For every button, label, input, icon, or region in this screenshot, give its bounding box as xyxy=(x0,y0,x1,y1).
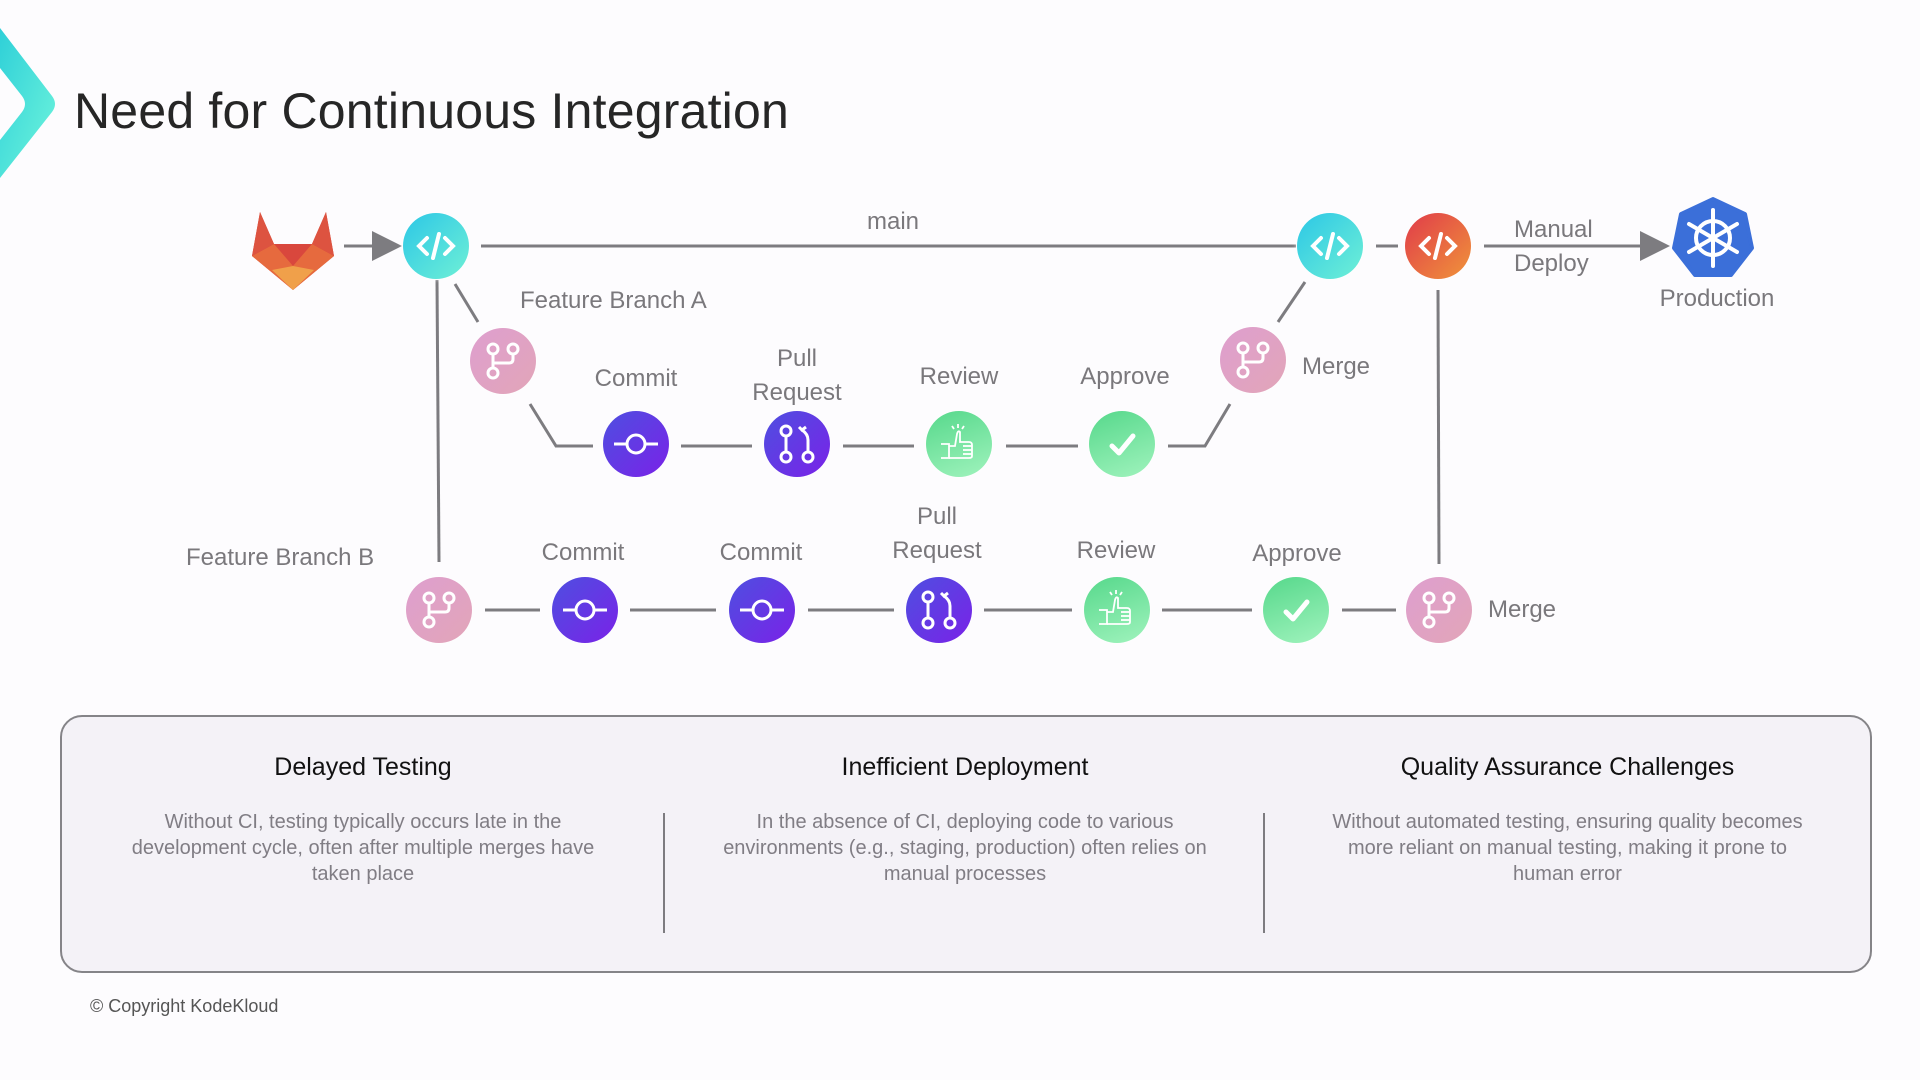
main-start-code-node[interactable] xyxy=(403,213,469,279)
branch-b-merge-node[interactable] xyxy=(1406,577,1472,643)
step-label: Commit xyxy=(719,539,803,566)
challenge-title: Delayed Testing xyxy=(274,753,452,781)
workflow-diagram xyxy=(344,231,1670,612)
kubernetes-icon[interactable] xyxy=(1672,196,1754,278)
branch-b-pull-request-node[interactable] xyxy=(906,577,972,643)
branch-b-merge-to-release-line xyxy=(1436,289,1441,565)
deploy-label-line2: Deploy xyxy=(1514,250,1589,277)
branch-a-to-merge-line xyxy=(1168,403,1232,448)
git-commit-icon xyxy=(614,433,658,455)
code-icon xyxy=(416,232,456,260)
git-commit-icon xyxy=(563,599,607,621)
step-label: Approve xyxy=(1252,540,1342,567)
branch-a-review-node[interactable] xyxy=(926,411,992,477)
git-merge-icon xyxy=(1422,591,1456,629)
copyright-text: © Copyright KodeKloud xyxy=(90,996,279,1016)
gitlab-icon xyxy=(252,212,334,290)
branch-a-merge-to-main-line xyxy=(1276,281,1307,323)
code-icon xyxy=(1310,232,1350,260)
step-label: Request xyxy=(752,379,842,406)
step-label: Commit xyxy=(594,365,678,392)
step-label: Pull xyxy=(776,345,818,372)
step-label: Review xyxy=(1076,537,1156,564)
brand-chevron-icon xyxy=(0,28,55,178)
production-label: Production xyxy=(1659,285,1775,312)
challenge-card: Quality Assurance Challenges Without aut… xyxy=(1265,717,1870,971)
branch-a-to-commit-line xyxy=(528,403,593,448)
divider xyxy=(1263,813,1265,933)
thumbs-up-icon xyxy=(941,424,973,459)
challenge-title: Inefficient Deployment xyxy=(841,753,1089,781)
deploy-label-line1: Manual xyxy=(1514,216,1593,243)
divider xyxy=(663,813,665,933)
branch-a-pull-request-node[interactable] xyxy=(764,411,830,477)
step-label: Request xyxy=(892,537,982,564)
feature-branch-a-label: Feature Branch A xyxy=(520,287,707,314)
step-label: Pull xyxy=(916,503,958,530)
challenges-panel: Delayed Testing Without CI, testing typi… xyxy=(60,715,1872,973)
challenge-card: Delayed Testing Without CI, testing typi… xyxy=(62,717,664,971)
git-merge-icon xyxy=(1236,341,1270,379)
branch-a-fork-node[interactable] xyxy=(470,328,536,394)
checkmark-icon xyxy=(1109,433,1136,456)
checkmark-icon xyxy=(1283,599,1310,622)
step-label: Commit xyxy=(541,539,625,566)
git-branch-icon xyxy=(422,591,456,629)
challenge-title: Quality Assurance Challenges xyxy=(1400,753,1735,781)
branch-a-fork-line xyxy=(453,283,480,323)
challenge-card: Inefficient Deployment In the absence of… xyxy=(665,717,1265,971)
feature-branch-b-label: Feature Branch B xyxy=(186,544,375,571)
branch-b-commit-node[interactable] xyxy=(552,577,618,643)
challenge-body: In the absence of CI, deploying code to … xyxy=(723,811,1207,885)
challenge-body: Without CI, testing typically occurs lat… xyxy=(131,811,595,885)
challenge-body: Without automated testing, ensuring qual… xyxy=(1332,811,1803,885)
branch-b-fork-line xyxy=(435,279,441,563)
branch-a-commit-node[interactable] xyxy=(603,411,669,477)
branch-b-review-node[interactable] xyxy=(1084,577,1150,643)
pull-request-icon xyxy=(921,590,957,630)
code-icon xyxy=(1418,232,1458,260)
step-label: Merge xyxy=(1302,353,1371,380)
branch-b-commit-node[interactable] xyxy=(729,577,795,643)
main-end-code-node[interactable] xyxy=(1297,213,1363,279)
pull-request-icon xyxy=(779,424,815,464)
step-label: Approve xyxy=(1080,363,1170,390)
step-label: Merge xyxy=(1488,596,1557,623)
main-branch-label: main xyxy=(866,208,920,235)
step-label: Review xyxy=(919,363,999,390)
git-commit-icon xyxy=(740,599,784,621)
branch-a-merge-node[interactable] xyxy=(1220,327,1286,393)
thumbs-up-icon xyxy=(1099,590,1131,625)
page-title: Need for Continuous Integration xyxy=(74,83,789,139)
branch-b-approve-node[interactable] xyxy=(1263,577,1329,643)
branch-b-fork-node[interactable] xyxy=(406,577,472,643)
git-branch-icon xyxy=(486,342,520,380)
branch-a-approve-node[interactable] xyxy=(1089,411,1155,477)
release-code-node[interactable] xyxy=(1405,213,1471,279)
